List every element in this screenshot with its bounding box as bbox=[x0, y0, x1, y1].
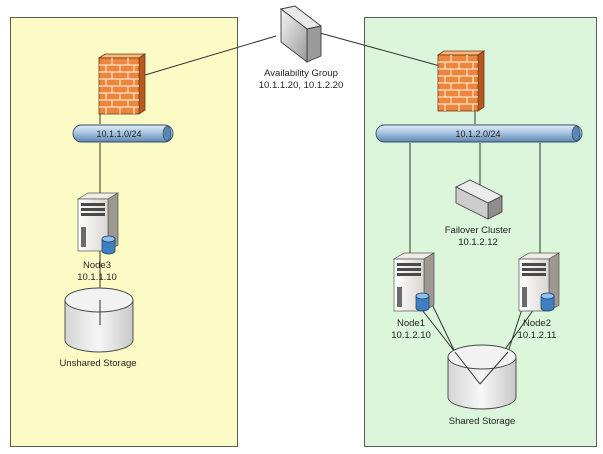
left-network-bus bbox=[72, 124, 174, 143]
cluster-switch-icon bbox=[455, 179, 503, 220]
node3-name: Node3 bbox=[83, 260, 111, 271]
node2-name: Node2 bbox=[523, 318, 551, 329]
availability-group-ips: 10.1.1.20, 10.1.2.20 bbox=[258, 80, 344, 91]
failover-cluster-ip: 10.1.2.12 bbox=[458, 237, 498, 248]
availability-group-title: Availability Group bbox=[264, 68, 338, 79]
node3-database-icon bbox=[101, 235, 116, 255]
shared-storage-label: Shared Storage bbox=[448, 416, 516, 427]
left-subnet-label: 10.1.1.0/24 bbox=[96, 129, 142, 139]
availability-group-icon bbox=[279, 5, 323, 63]
node1-database-icon bbox=[415, 292, 430, 312]
unshared-storage-icon bbox=[64, 287, 134, 353]
right-network-bus bbox=[375, 124, 583, 143]
node2-ip: 10.1.2.11 bbox=[517, 330, 557, 341]
unshared-storage-label: Unshared Storage bbox=[59, 358, 137, 369]
node3-ip: 10.1.1.10 bbox=[77, 272, 117, 283]
right-subnet-label: 10.1.2.0/24 bbox=[455, 129, 501, 139]
node1-name: Node1 bbox=[397, 318, 425, 329]
right-firewall-icon bbox=[437, 50, 485, 112]
failover-cluster-title: Failover Cluster bbox=[444, 225, 512, 236]
left-firewall-icon bbox=[98, 53, 146, 115]
node1-ip: 10.1.2.10 bbox=[391, 330, 431, 341]
node2-database-icon bbox=[540, 292, 555, 312]
